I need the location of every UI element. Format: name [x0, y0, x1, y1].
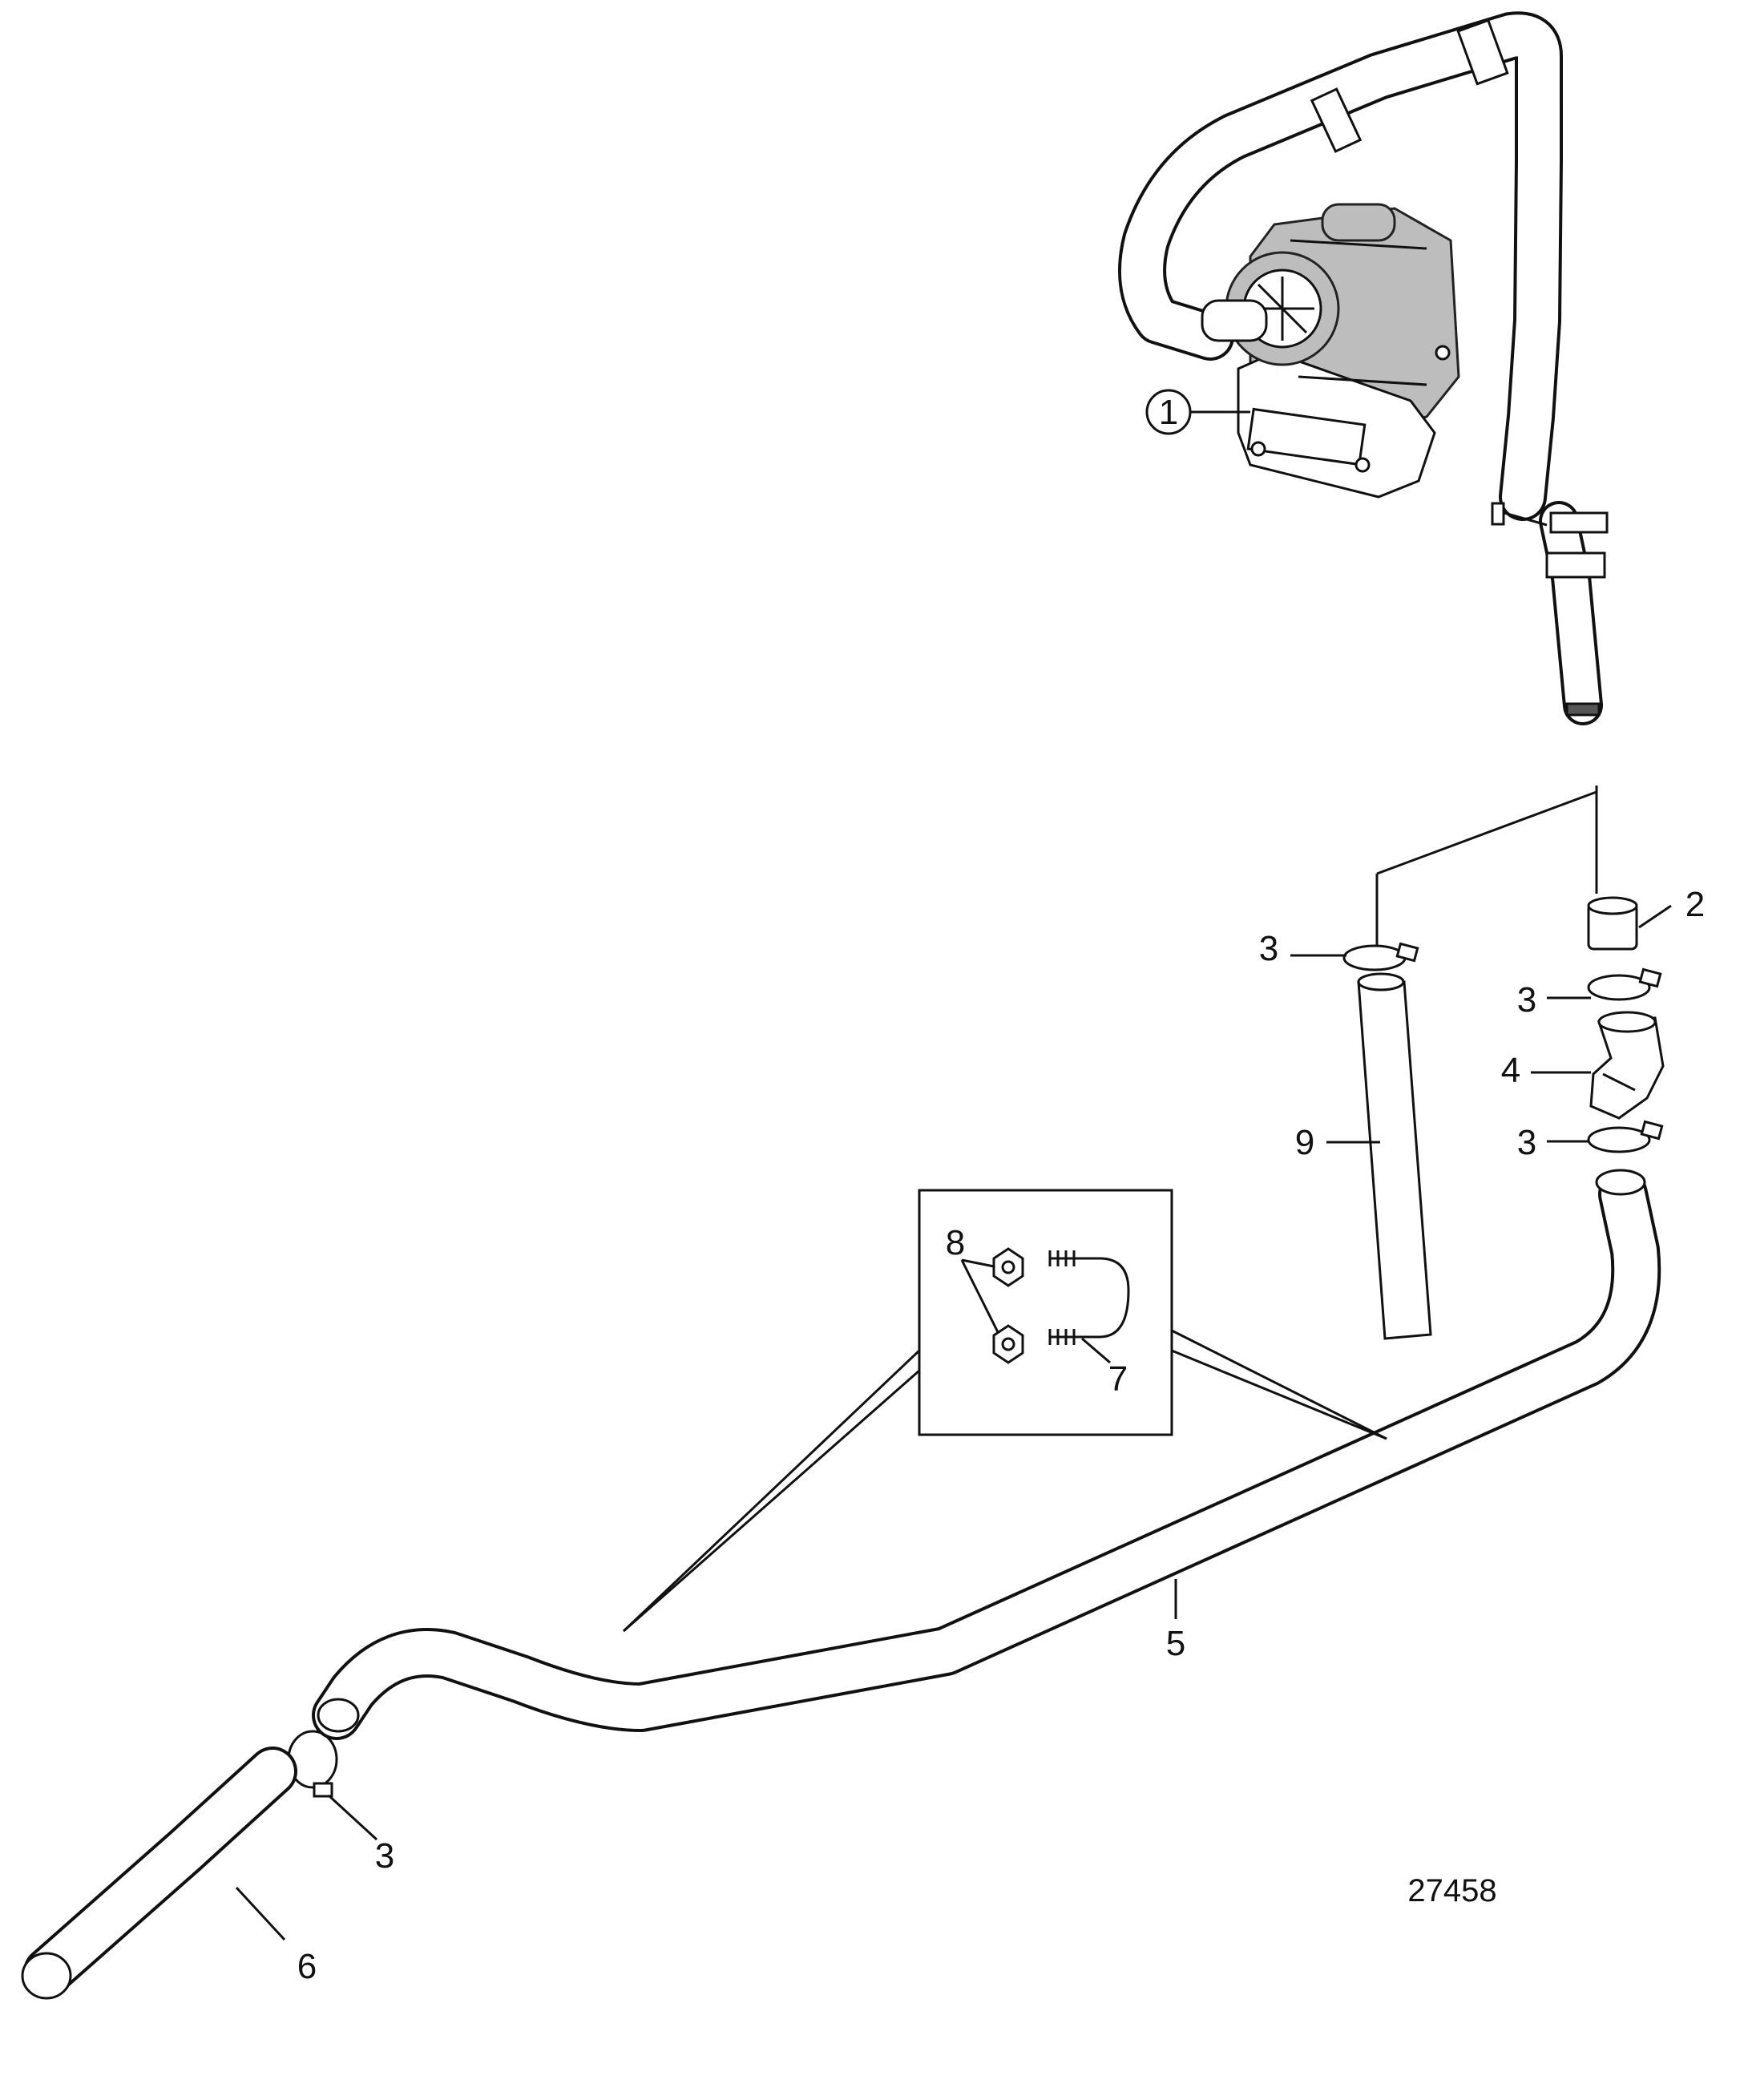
coupling-2	[1587, 896, 1638, 951]
branch-lines	[1375, 785, 1598, 950]
callout-9: 9	[1295, 1123, 1314, 1162]
callout-3c: 3	[1517, 1123, 1536, 1162]
leader-7	[1081, 1337, 1111, 1364]
leader-3d	[327, 1794, 378, 1841]
callout-8: 8	[946, 1223, 965, 1262]
leader-8b	[960, 1259, 999, 1333]
callout-2: 2	[1685, 885, 1705, 924]
callout-1: 1	[1159, 393, 1178, 432]
leader-6	[235, 1886, 286, 1941]
main-hose-5	[312, 1169, 1661, 1740]
callout-4: 4	[1501, 1051, 1520, 1090]
clamp-3a	[1342, 942, 1419, 971]
callout-3b: 3	[1517, 980, 1536, 1020]
clamp-3c	[1587, 1120, 1664, 1153]
callout-3a: 3	[1259, 929, 1278, 968]
clamp-3b	[1587, 967, 1662, 1001]
callout-3d: 3	[375, 1836, 394, 1876]
callout-5: 5	[1166, 1624, 1185, 1663]
leader-2	[1638, 904, 1672, 929]
callout-6: 6	[297, 1947, 317, 1986]
callout-7: 7	[1108, 1359, 1128, 1399]
elbow-4	[1589, 1011, 1665, 1120]
hose-6	[21, 1747, 297, 2000]
upper-pipe	[1118, 11, 1609, 725]
hose-9	[1357, 972, 1432, 1340]
figure-number: 27458	[1407, 1873, 1496, 1908]
pump-assembly	[1201, 203, 1460, 499]
detail-inset	[622, 1189, 1387, 1633]
leader-8a	[961, 1258, 995, 1268]
